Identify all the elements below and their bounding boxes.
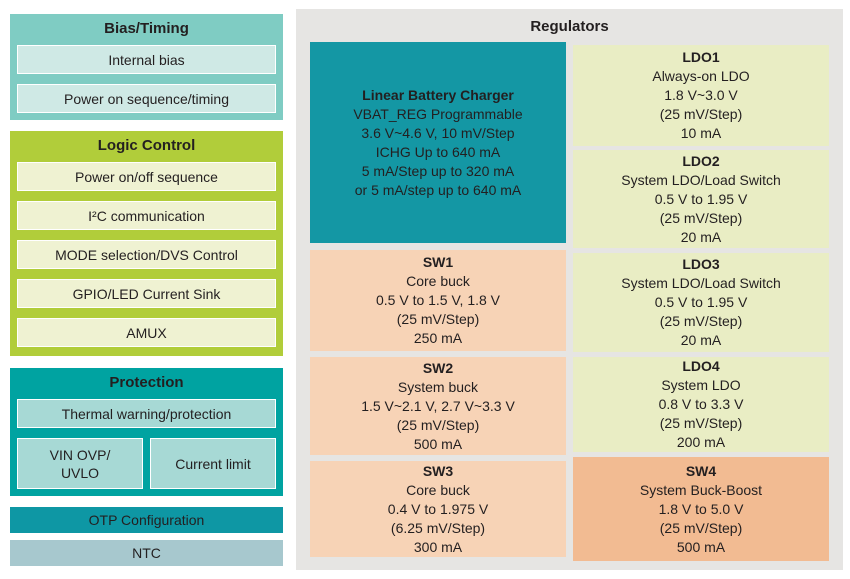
bias-timing-group: Bias/Timing Internal bias Power on seque… [10, 14, 283, 120]
charger-line: or 5 mA/step up to 640 mA [354, 181, 522, 198]
ldo1-title: LDO1 [682, 49, 720, 65]
sw3-title: SW3 [422, 462, 454, 479]
regulators-panel: Regulators Linear Battery Charger VBAT_R… [296, 9, 843, 570]
block-sw2: SW2 System buck 1.5 V~2.1 V, 2.7 V~3.3 V… [310, 357, 566, 455]
sw2-line: System buck [397, 378, 479, 395]
ldo2-line: 20 mA [680, 228, 722, 245]
protection-split-row: VIN OVP/ UVLO Current limit [17, 438, 276, 489]
sw4-line: System Buck-Boost [639, 481, 763, 498]
sw4-line: 1.8 V to 5.0 V [658, 500, 744, 517]
sw3-line: Core buck [406, 481, 470, 498]
sw3-line: 0.4 V to 1.975 V [387, 500, 489, 517]
ldo3-line: System LDO/Load Switch [621, 275, 781, 291]
ldo1-line: 10 mA [680, 125, 722, 141]
regulators-left-column: Linear Battery Charger VBAT_REG Programm… [310, 42, 566, 557]
block-sw1: SW1 Core buck 0.5 V to 1.5 V, 1.8 V (25 … [310, 250, 566, 351]
protection-group: Protection Thermal warning/protection VI… [10, 368, 283, 496]
bias-timing-title: Bias/Timing [104, 20, 189, 37]
regulators-right-column: LDO1 Always-on LDO 1.8 V~3.0 V (25 mV/St… [573, 45, 829, 561]
block-sw3: SW3 Core buck 0.4 V to 1.975 V (6.25 mV/… [310, 461, 566, 557]
ldo3-line: 20 mA [680, 332, 722, 348]
sw1-line: 0.5 V to 1.5 V, 1.8 V [375, 292, 501, 308]
logic-item-power-on-off-sequence: Power on/off sequence [17, 162, 276, 191]
logic-item-gpio-led-current-sink: GPIO/LED Current Sink [17, 279, 276, 308]
ldo2-line: System LDO/Load Switch [621, 171, 781, 188]
ldo4-title: LDO4 [682, 358, 720, 374]
sw2-line: 500 mA [413, 435, 463, 452]
charger-title: Linear Battery Charger [362, 86, 514, 103]
sw2-line: (25 mV/Step) [396, 416, 480, 433]
ldo3-title: LDO3 [682, 256, 720, 272]
ldo3-line: 0.5 V to 1.95 V [654, 294, 748, 310]
sw4-line: (25 mV/Step) [659, 519, 743, 536]
logic-control-title: Logic Control [97, 137, 196, 154]
bias-item-internal-bias: Internal bias [17, 45, 276, 74]
logic-control-group: Logic Control Power on/off sequence I²C … [10, 131, 283, 356]
sw4-line: 500 mA [676, 538, 726, 555]
ldo1-line: 1.8 V~3.0 V [664, 87, 738, 103]
sw3-line: 300 mA [413, 538, 463, 555]
block-ldo2: LDO2 System LDO/Load Switch 0.5 V to 1.9… [573, 150, 829, 248]
logic-item-mode-selection-dvs-control: MODE selection/DVS Control [17, 240, 276, 269]
ldo1-line: Always-on LDO [652, 68, 750, 84]
current-limit-line: Current limit [175, 455, 251, 472]
ldo3-line: (25 mV/Step) [659, 313, 743, 329]
ldo4-line: 200 mA [676, 434, 726, 450]
sw1-line: Core buck [406, 273, 470, 289]
protection-item-current-limit: Current limit [150, 438, 276, 489]
logic-item-amux: AMUX [17, 318, 276, 347]
charger-line: VBAT_REG Programmable [353, 105, 523, 122]
sw2-title: SW2 [422, 359, 454, 376]
charger-line: ICHG Up to 640 mA [375, 143, 501, 160]
sw3-line: (6.25 mV/Step) [390, 519, 486, 536]
charger-line: 5 mA/Step up to 320 mA [361, 162, 515, 179]
protection-item-vin-ovp-uvlo: VIN OVP/ UVLO [17, 438, 143, 489]
block-sw4: SW4 System Buck-Boost 1.8 V to 5.0 V (25… [573, 457, 829, 561]
sw1-line: 250 mA [413, 330, 463, 346]
sw2-line: 1.5 V~2.1 V, 2.7 V~3.3 V [361, 397, 515, 414]
ntc-bar: NTC [10, 540, 283, 566]
logic-item-i2c-communication: I²C communication [17, 201, 276, 230]
sw1-line: (25 mV/Step) [396, 311, 480, 327]
ldo2-line: (25 mV/Step) [659, 209, 743, 226]
block-ldo4: LDO4 System LDO 0.8 V to 3.3 V (25 mV/St… [573, 357, 829, 452]
vin-ovp-line: VIN OVP/ [49, 446, 111, 463]
charger-line: 3.6 V~4.6 V, 10 mV/Step [361, 124, 515, 141]
sw1-title: SW1 [422, 254, 454, 270]
regulators-title: Regulators [530, 18, 609, 35]
sw4-title: SW4 [685, 462, 717, 479]
ldo4-line: (25 mV/Step) [659, 415, 743, 431]
ldo1-line: (25 mV/Step) [659, 106, 743, 122]
ldo2-title: LDO2 [682, 152, 720, 169]
block-ldo1: LDO1 Always-on LDO 1.8 V~3.0 V (25 mV/St… [573, 45, 829, 146]
block-linear-battery-charger: Linear Battery Charger VBAT_REG Programm… [310, 42, 566, 243]
block-ldo3: LDO3 System LDO/Load Switch 0.5 V to 1.9… [573, 253, 829, 352]
protection-item-thermal-warning: Thermal warning/protection [17, 399, 276, 428]
ldo4-line: 0.8 V to 3.3 V [658, 396, 744, 412]
protection-title: Protection [109, 374, 184, 391]
uvlo-line: UVLO [60, 464, 100, 481]
ldo2-line: 0.5 V to 1.95 V [654, 190, 748, 207]
otp-configuration-bar: OTP Configuration [10, 507, 283, 533]
bias-item-power-on-sequence-timing: Power on sequence/timing [17, 84, 276, 113]
ldo4-line: System LDO [661, 377, 741, 393]
